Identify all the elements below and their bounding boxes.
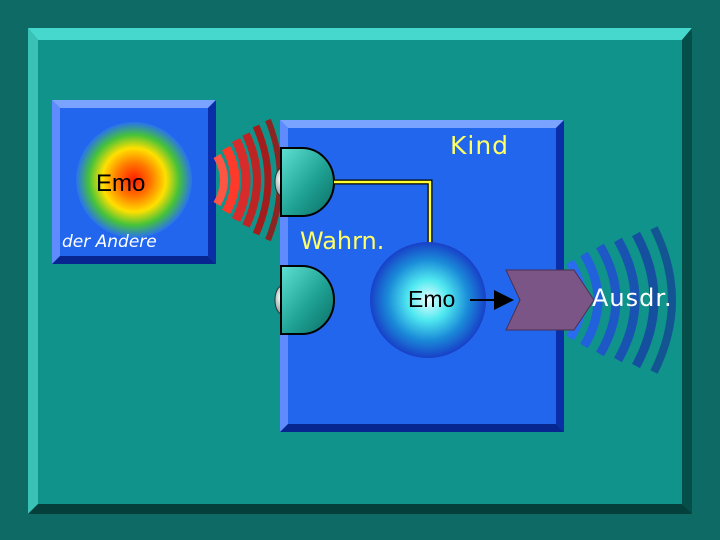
emotion-other-glow [76, 122, 192, 238]
child-label: Kind [450, 131, 510, 160]
emotion-child-glow [370, 242, 486, 358]
expression-label: Ausdr. [592, 284, 673, 312]
emotion-child-label: Emo [408, 286, 456, 312]
other-person-label: der Andere [62, 232, 157, 252]
expression-shape [505, 269, 595, 331]
perception-sensor-top [274, 147, 335, 217]
signal-waves-outgoing [566, 226, 676, 374]
emotion-other-label: Emo [96, 170, 146, 197]
perception-sensor-bottom [274, 265, 335, 335]
perception-label: Wahrn. [300, 227, 385, 255]
